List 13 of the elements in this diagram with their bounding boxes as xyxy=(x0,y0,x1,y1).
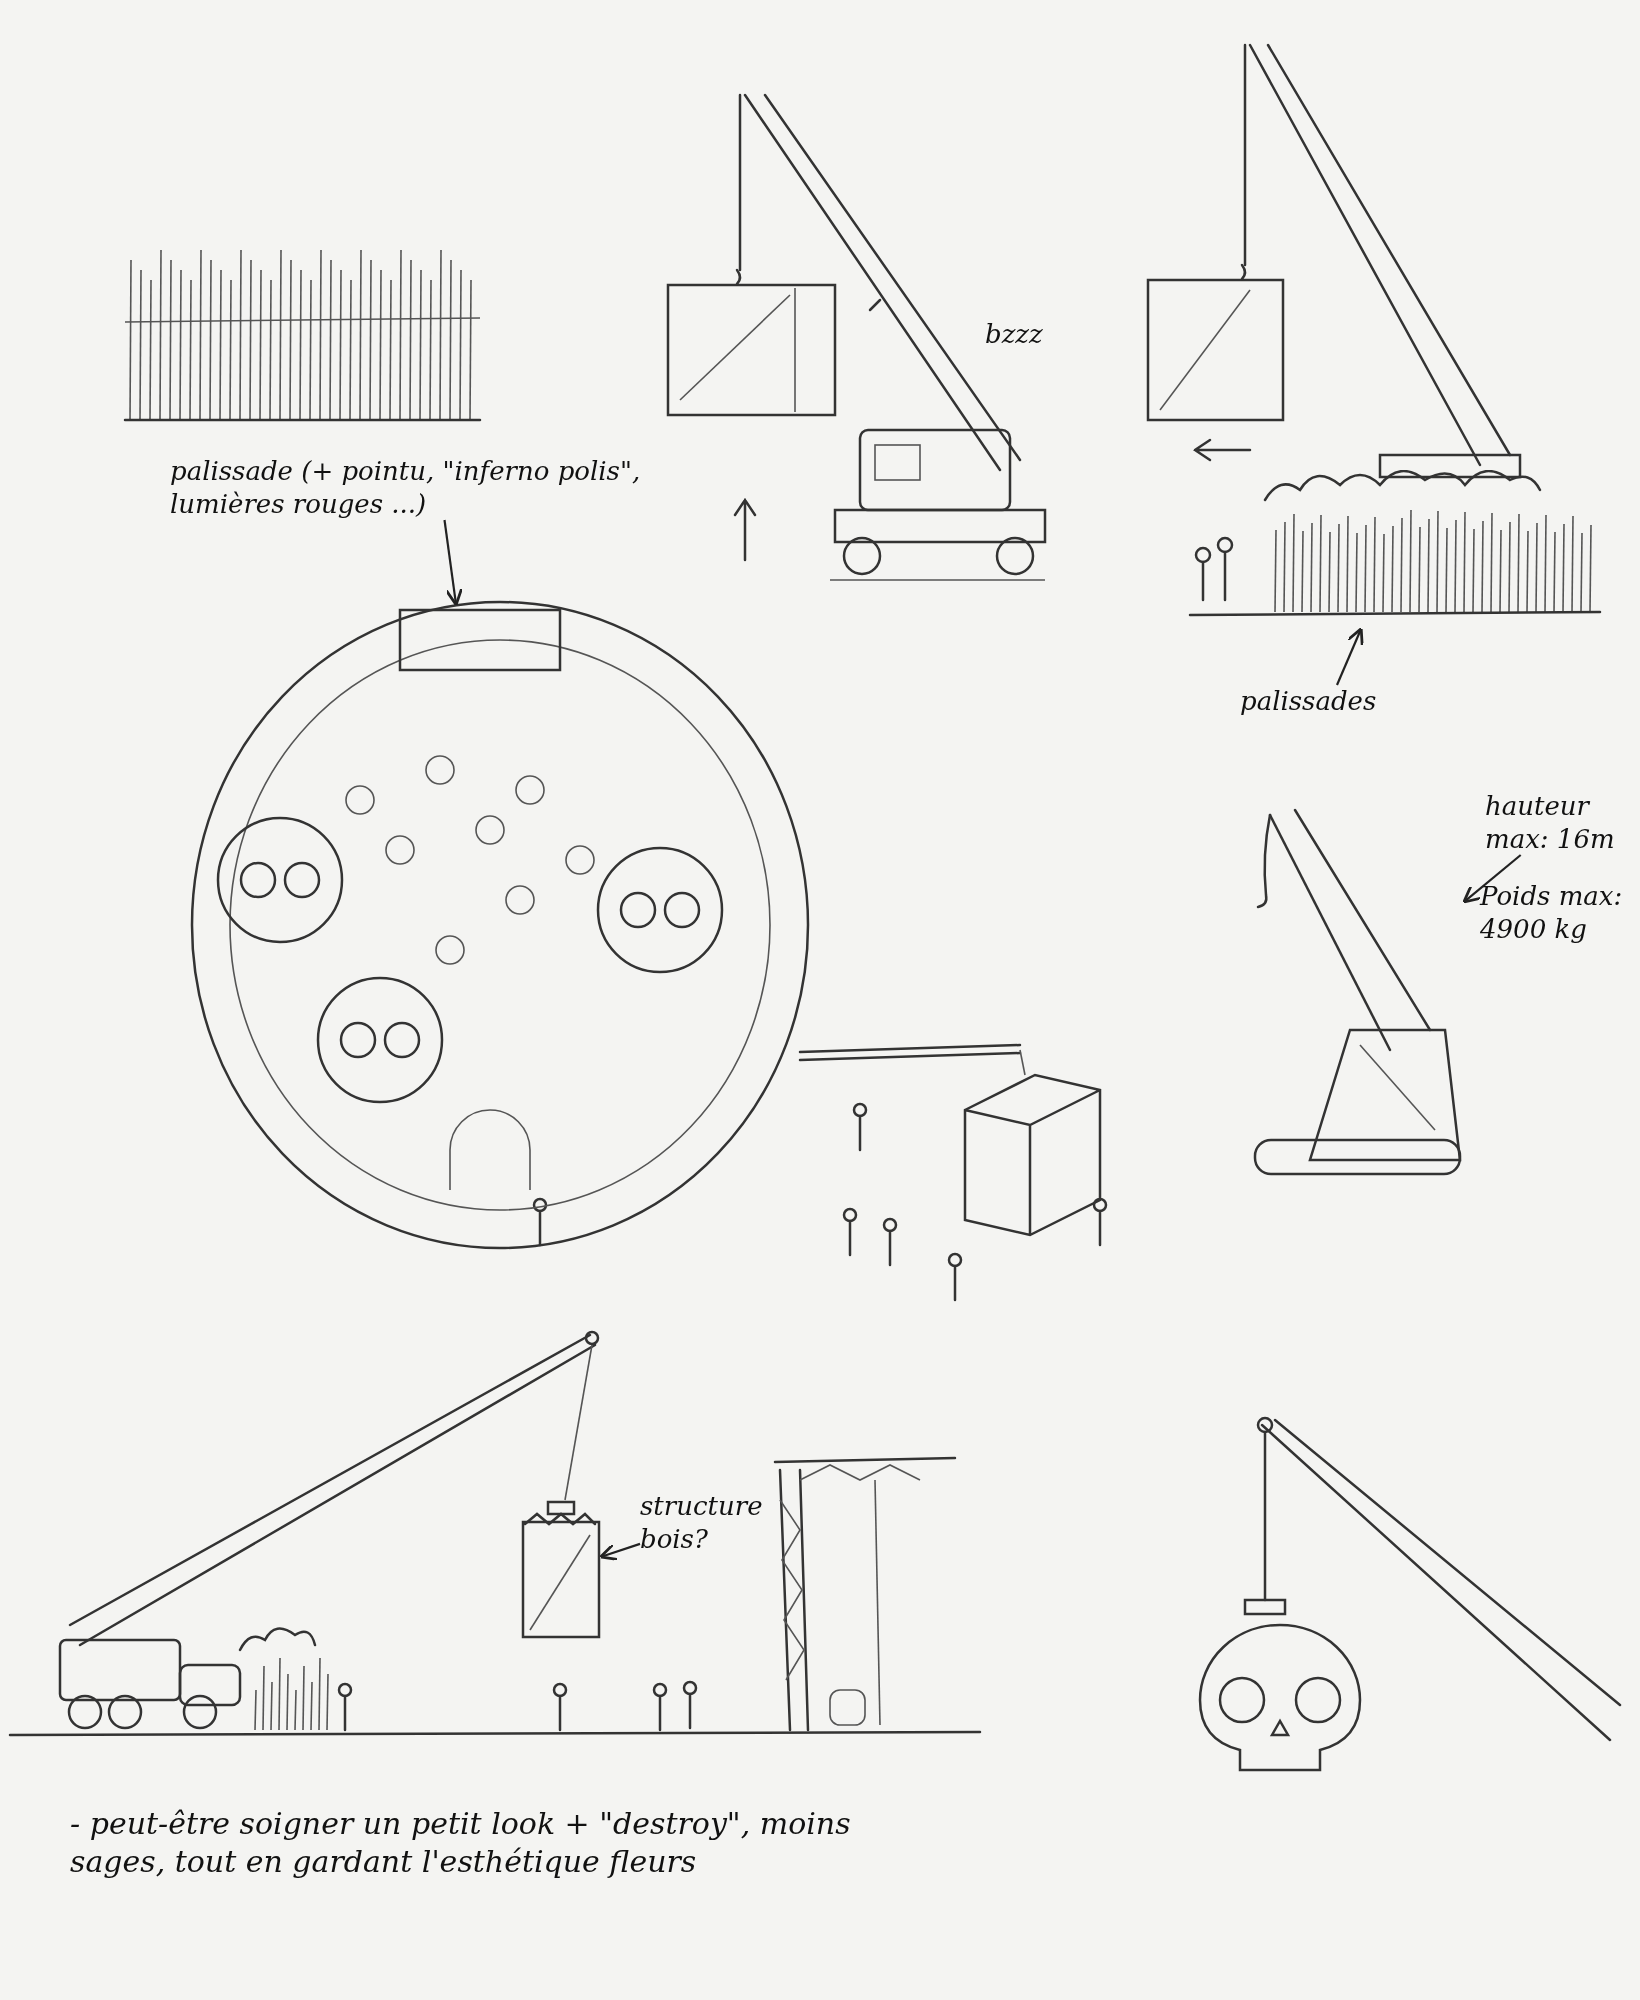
annotation-text: structure bois? xyxy=(640,1490,764,1555)
annotation-text: hauteur max: 16m xyxy=(1485,790,1616,855)
hanging-crate-drawing xyxy=(520,1500,602,1640)
annotation-text: palissade (+ pointu, "inferno polis", lumières rouges ...) xyxy=(170,455,642,520)
leader-arrow xyxy=(1462,854,1522,904)
annotation-text: bzzz xyxy=(985,318,1044,351)
annotation-text: palissades xyxy=(1240,685,1378,718)
leader-arrow xyxy=(443,519,464,607)
arena-drawing xyxy=(190,600,810,1250)
leader-arrow xyxy=(599,1542,641,1561)
annotation-text: Poids max: 4900 kg xyxy=(1480,880,1624,945)
leader-arrow xyxy=(1336,627,1364,686)
note-text: - peut-être soigner un petit look + "destroy", moins sages, tout en gardant l'esthétique fleurs xyxy=(70,1805,852,1880)
